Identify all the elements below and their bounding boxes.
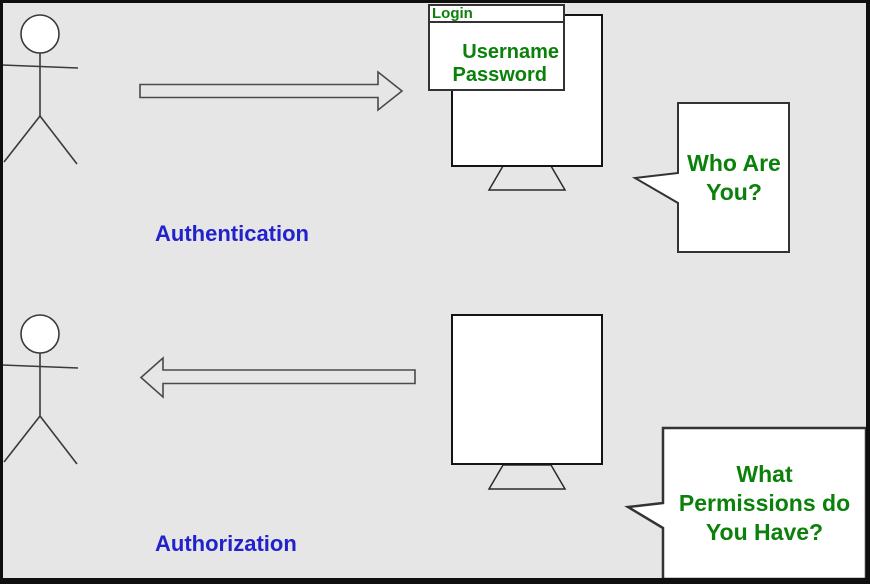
login-form: Username Password <box>430 23 563 87</box>
speech-bubble-who-are-you <box>631 102 790 253</box>
user-stick-figure-bottom <box>1 314 79 465</box>
computer-monitor-bottom <box>451 314 603 490</box>
stick-figure-arms <box>1 64 79 69</box>
speech-bubble-line: What <box>736 461 793 487</box>
stick-figure-head <box>20 314 60 354</box>
speech-bubble-line: Who Are <box>687 150 781 176</box>
login-window-title: Login <box>430 6 563 23</box>
monitor-stand <box>487 165 567 191</box>
login-window: Login Username Password <box>428 4 565 91</box>
speech-bubble-what-text: What Permissions do You Have? <box>663 428 866 579</box>
stick-figure-arms <box>1 364 79 369</box>
stick-figure-left-leg <box>3 115 41 163</box>
stick-figure-head <box>20 14 60 54</box>
authorization-label: Authorization <box>155 531 297 556</box>
username-label: Username <box>462 41 559 63</box>
monitor-stand <box>487 464 567 490</box>
user-stick-figure-top <box>1 14 79 165</box>
arrow-left-icon <box>139 356 416 399</box>
stick-figure-right-leg <box>39 415 78 465</box>
speech-bubble-line: You? <box>706 179 762 205</box>
speech-bubble-what-permissions <box>624 426 868 581</box>
stick-figure-right-leg <box>39 115 78 165</box>
speech-bubble-line: Permissions do <box>678 490 851 516</box>
authentication-label: Authentication <box>155 221 309 246</box>
arrow-right-icon <box>139 70 404 112</box>
speech-bubble-line: You Have? <box>705 519 824 545</box>
monitor-screen <box>451 314 603 465</box>
speech-bubble-who-text: Who Are You? <box>678 103 790 253</box>
stick-figure-left-leg <box>3 415 41 463</box>
password-label: Password <box>452 64 547 86</box>
